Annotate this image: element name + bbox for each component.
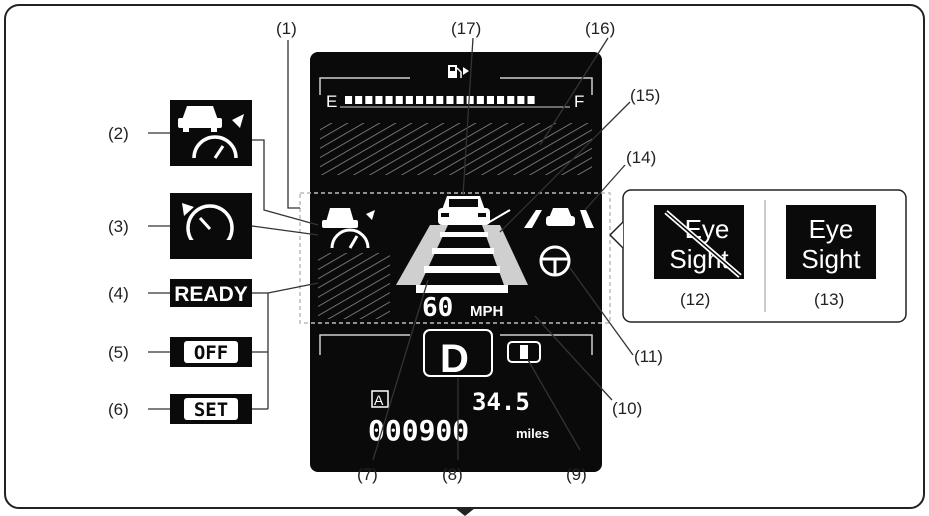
fuel-segment	[446, 96, 454, 104]
eyesight-disabled-icon: Eye Sight	[654, 205, 744, 279]
callout-6: (6)	[108, 400, 129, 419]
eyesight-line2: Sight	[801, 244, 861, 274]
fuel-segment	[436, 96, 444, 104]
fuel-segment	[507, 96, 515, 104]
set-speed-value: 60	[422, 293, 453, 323]
trip-value: 34.5	[472, 388, 530, 416]
fuel-segment	[476, 96, 484, 104]
lane-keep-assist-icon	[524, 208, 594, 228]
fuel-segment	[345, 96, 353, 104]
callout-5: (5)	[108, 343, 129, 362]
fuel-segment	[365, 96, 373, 104]
lower-frame-left	[319, 334, 410, 355]
gear-step-indicator	[507, 341, 541, 363]
callout-9: (9)	[566, 465, 587, 484]
callout-3: (3)	[108, 217, 129, 236]
lead-vehicle-icon	[438, 196, 511, 225]
eyesight-indicator-group-box	[299, 192, 611, 324]
off-icon-inner	[184, 341, 238, 363]
callout-17: (17)	[451, 19, 481, 38]
fuel-segment	[416, 96, 424, 104]
callout-14: (14)	[626, 148, 656, 167]
ready-icon-label: READY	[174, 283, 248, 306]
cruise-control-icon	[170, 193, 252, 259]
off-icon-label: OFF	[194, 342, 228, 364]
fuel-segment	[456, 96, 464, 104]
fuel-segment	[497, 96, 505, 104]
callout-7: (7)	[357, 465, 378, 484]
callout-13: (13)	[814, 290, 844, 309]
fuel-segment	[405, 96, 413, 104]
frame-pointer	[455, 508, 475, 516]
callout-1: (1)	[276, 19, 297, 38]
callout-8: (8)	[442, 465, 463, 484]
gear-position: D	[440, 337, 469, 381]
eyesight-disabled-line1: Eye	[685, 214, 730, 244]
leader-lines	[148, 37, 634, 461]
callout-11: (11)	[634, 347, 663, 366]
fuel-empty-label: E	[326, 92, 337, 111]
callout-16: (16)	[585, 19, 615, 38]
callout-4: (4)	[108, 284, 129, 303]
ready-icon	[170, 279, 252, 307]
fuel-segment	[395, 96, 403, 104]
fuel-segment	[466, 96, 474, 104]
set-speed-unit: MPH	[470, 303, 503, 320]
gear-box	[423, 329, 493, 377]
set-icon-inner	[184, 398, 238, 420]
panel-pointer	[610, 222, 623, 248]
trip-label-box	[371, 390, 389, 408]
eyesight-line1: Eye	[809, 214, 854, 244]
callout-12: (12)	[680, 290, 710, 309]
fuel-segment	[385, 96, 393, 104]
cruise-with-vehicle-icon	[170, 100, 252, 166]
callout-15: (15)	[630, 86, 660, 105]
steering-wheel-icon	[539, 245, 571, 277]
odometer-unit: miles	[516, 426, 549, 441]
trip-label: A	[374, 392, 384, 408]
set-icon-label: SET	[194, 399, 228, 421]
lane-road-graphic	[396, 225, 528, 293]
callout-10: (10)	[612, 399, 642, 418]
fuel-segment	[426, 96, 434, 104]
fuel-segment	[517, 96, 525, 104]
fuel-segment	[527, 96, 535, 104]
fuel-full-label: F	[574, 92, 584, 111]
display-cruise-car-icon	[322, 208, 375, 249]
fuel-segment	[486, 96, 494, 104]
fuel-segment	[355, 96, 363, 104]
fuel-segment	[375, 96, 383, 104]
lower-frame-right	[500, 334, 593, 355]
callout-2: (2)	[108, 124, 129, 143]
fuel-level-bar	[345, 96, 535, 104]
hatched-info-area	[320, 123, 592, 175]
fuel-pump-icon	[448, 65, 469, 78]
odometer-value: 000900	[368, 414, 469, 447]
fuel-gauge: E F	[319, 65, 593, 111]
eyesight-icon: Eye Sight	[786, 205, 876, 279]
hatched-indicator-area	[318, 253, 390, 319]
